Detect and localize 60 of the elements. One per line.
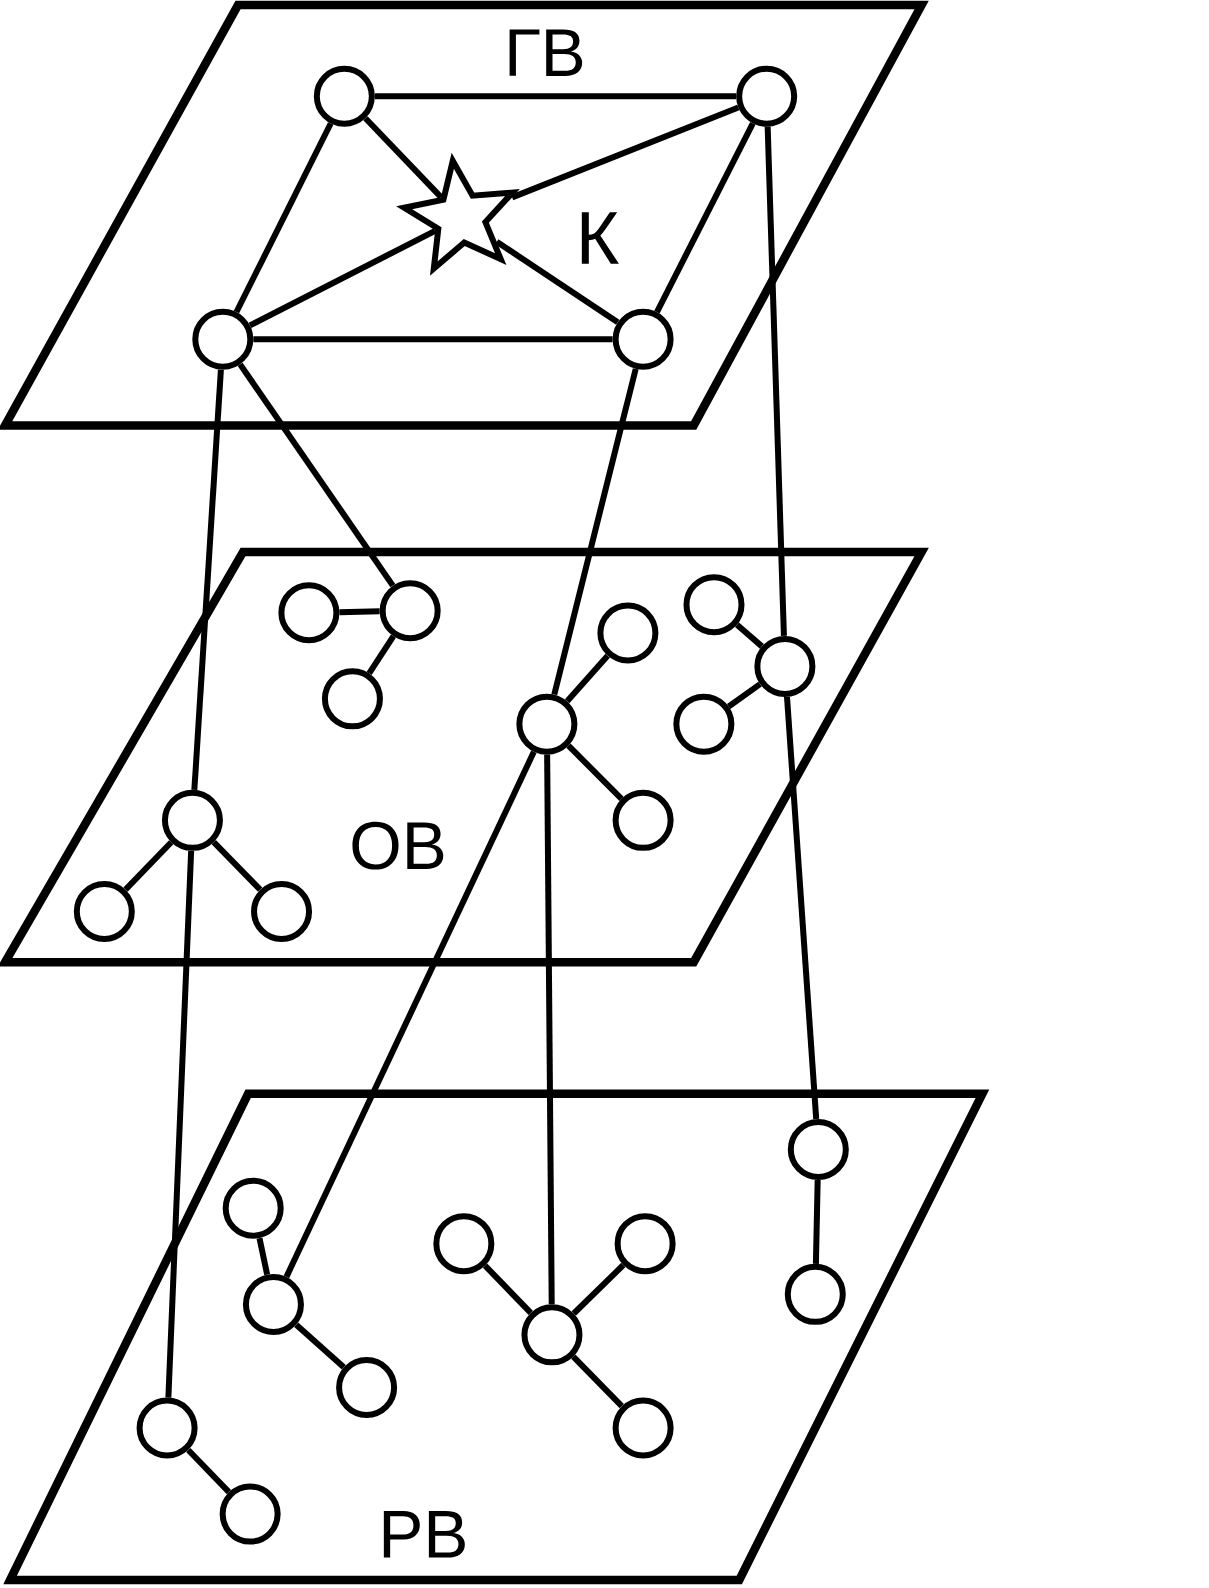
circle (736, 65, 798, 127)
connector-line (191, 369, 224, 791)
plane: ОВ (0, 547, 929, 967)
connector-line (233, 122, 334, 314)
connector-line (551, 368, 639, 696)
connector-line (294, 1322, 346, 1370)
connector-line (734, 622, 764, 649)
connector-line (510, 104, 740, 201)
circle (673, 693, 735, 755)
circle (73, 881, 135, 942)
connector-line (165, 850, 195, 1398)
star-label: К (581, 212, 619, 264)
circle (222, 1177, 284, 1239)
circle (784, 1263, 846, 1325)
circle (336, 1357, 397, 1418)
circle (683, 574, 745, 636)
circle (136, 1397, 198, 1459)
connector-line (186, 1447, 231, 1495)
connector-line (726, 681, 762, 709)
circle (278, 582, 340, 644)
connector-line (571, 1262, 626, 1316)
circle (754, 635, 816, 697)
connector-line (363, 116, 444, 200)
circle (192, 308, 254, 370)
circle (313, 65, 375, 127)
circle (321, 668, 383, 730)
connector-line (495, 239, 620, 325)
circle (787, 1119, 849, 1180)
connector-line (783, 696, 820, 1120)
connector-line (654, 122, 756, 314)
circle (433, 1213, 495, 1275)
connector-line (571, 1354, 624, 1409)
connector-line (566, 743, 624, 801)
connector-line (482, 1263, 533, 1315)
connector-line (283, 750, 537, 1279)
circle (250, 881, 312, 942)
connector-line (564, 653, 610, 704)
connector-line (123, 840, 174, 892)
circle (612, 308, 674, 370)
connector-line (211, 840, 263, 892)
connector-line (764, 126, 787, 637)
circle (597, 602, 659, 664)
connector-line (812, 1179, 821, 1264)
circle (614, 1213, 676, 1275)
connector-line (253, 336, 613, 343)
circle (219, 1483, 281, 1545)
circle (161, 789, 223, 851)
connector-line (339, 608, 380, 616)
connector-line (366, 634, 396, 675)
connector-line (248, 228, 437, 329)
connector-line (256, 1237, 270, 1276)
connector-line (544, 754, 555, 1305)
connector-line (237, 362, 396, 588)
circle (379, 580, 441, 642)
circle (612, 1397, 674, 1459)
circle (612, 789, 674, 851)
circle (521, 1304, 583, 1366)
circle (242, 1273, 304, 1335)
circle (516, 693, 578, 755)
connector-line (374, 93, 737, 100)
